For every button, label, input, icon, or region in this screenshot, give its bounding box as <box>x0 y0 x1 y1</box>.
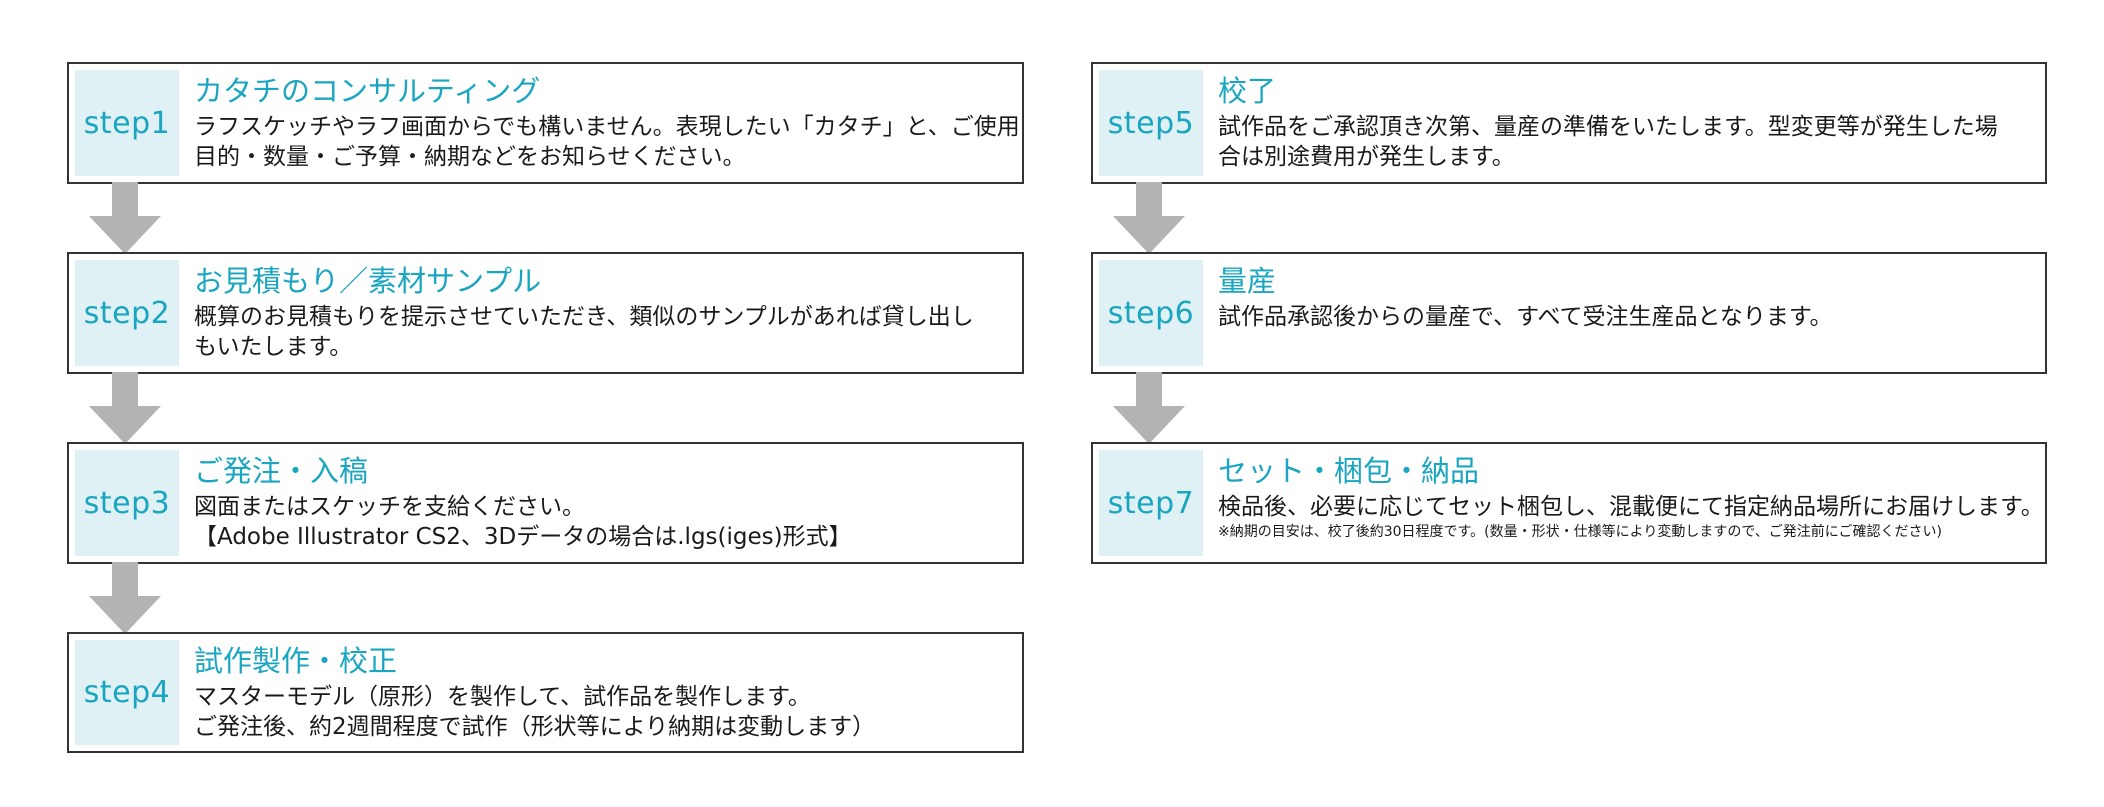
step-4-description: マスターモデル（原形）を製作して、試作品を製作します。 ご発注後、約2週間程度で… <box>194 682 1014 742</box>
step-6-content: 量産 試作品承認後からの量産で、すべて受注生産品となります。 <box>1218 260 2037 332</box>
step-1-content: カタチのコンサルティング ラフスケッチやラフ画面からでも構いません。表現したい「… <box>194 70 1020 172</box>
down-arrow-icon <box>89 182 161 254</box>
step-5-label: step5 <box>1099 70 1203 176</box>
step-4-title: 試作製作・校正 <box>194 644 398 678</box>
step-3-line-1: 図面またはスケッチを支給ください。 <box>194 494 585 520</box>
step-2-title: お見積もり／素材サンプル <box>194 264 542 298</box>
step-3-title: ご発注・入稿 <box>194 454 369 488</box>
step-4-label: step4 <box>75 640 179 745</box>
step-6-description: 試作品承認後からの量産で、すべて受注生産品となります。 <box>1218 302 2037 332</box>
step-6-line-1: 試作品承認後からの量産で、すべて受注生産品となります。 <box>1218 304 1833 330</box>
down-arrow-icon <box>1113 182 1185 254</box>
step-1-line-2: 目的・数量・ご予算・納期などをお知らせください。 <box>194 144 746 170</box>
step-3-content: ご発注・入稿 図面またはスケッチを支給ください。 【Adobe Illustra… <box>194 450 1014 552</box>
step-4-line-2: ご発注後、約2週間程度で試作（形状等により納期は変動します） <box>194 714 876 740</box>
step-5-line-1: 試作品をご承認頂き次第、量産の準備をいたします。型変更等が発生した場 <box>1218 114 1998 140</box>
step-7-description: 検品後、必要に応じてセット梱包し、混載便にて指定納品場所にお届けします。 ※納期… <box>1218 492 2044 542</box>
step-5-description: 試作品をご承認頂き次第、量産の準備をいたします。型変更等が発生した場 合は別途費… <box>1218 112 2037 172</box>
step-1-description: ラフスケッチやラフ画面からでも構いません。表現したい「カタチ」と、ご使用 目的・… <box>194 112 1020 172</box>
step-2-description: 概算のお見積もりを提示させていただき、類似のサンプルがあれば貸し出し もいたしま… <box>194 302 1014 362</box>
step-7-line-1: 検品後、必要に応じてセット梱包し、混載便にて指定納品場所にお届けします。 <box>1218 494 2044 520</box>
step-2-line-2: もいたします。 <box>194 334 353 360</box>
step-2-label: step2 <box>75 260 179 366</box>
step-5-box: step5 校了 試作品をご承認頂き次第、量産の準備をいたします。型変更等が発生… <box>1091 62 2047 184</box>
down-arrow-icon <box>1113 372 1185 444</box>
step-3-label: step3 <box>75 450 179 556</box>
step-2-content: お見積もり／素材サンプル 概算のお見積もりを提示させていただき、類似のサンプルが… <box>194 260 1014 362</box>
step-6-label: step6 <box>1099 260 1203 366</box>
step-3-box: step3 ご発注・入稿 図面またはスケッチを支給ください。 【Adobe Il… <box>67 442 1024 564</box>
step-3-description: 図面またはスケッチを支給ください。 【Adobe Illustrator CS2… <box>194 492 1014 552</box>
down-arrow-icon <box>89 372 161 444</box>
step-5-content: 校了 試作品をご承認頂き次第、量産の準備をいたします。型変更等が発生した場 合は… <box>1218 70 2037 172</box>
step-1-box: step1 カタチのコンサルティング ラフスケッチやラフ画面からでも構いません。… <box>67 62 1024 184</box>
step-7-label: step7 <box>1099 450 1203 556</box>
step-7-title: セット・梱包・納品 <box>1218 454 1480 488</box>
step-5-line-2: 合は別途費用が発生します。 <box>1218 144 1515 170</box>
step-1-line-1: ラフスケッチやラフ画面からでも構いません。表現したい「カタチ」と、ご使用 <box>194 114 1020 140</box>
step-5-title: 校了 <box>1218 74 1277 108</box>
step-4-content: 試作製作・校正 マスターモデル（原形）を製作して、試作品を製作します。 ご発注後… <box>194 640 1014 742</box>
step-4-line-1: マスターモデル（原形）を製作して、試作品を製作します。 <box>194 684 811 710</box>
step-6-title: 量産 <box>1218 264 1277 298</box>
step-2-line-1: 概算のお見積もりを提示させていただき、類似のサンプルがあれば貸し出し <box>194 304 974 330</box>
down-arrow-icon <box>89 562 161 634</box>
step-1-label: step1 <box>75 70 179 176</box>
step-1-title: カタチのコンサルティング <box>194 74 541 108</box>
step-2-box: step2 お見積もり／素材サンプル 概算のお見積もりを提示させていただき、類似… <box>67 252 1024 374</box>
step-7-content: セット・梱包・納品 検品後、必要に応じてセット梱包し、混載便にて指定納品場所にお… <box>1218 450 2044 542</box>
step-3-line-2: 【Adobe Illustrator CS2、3Dデータの場合は.lgs(ige… <box>194 524 852 550</box>
step-7-note: ※納期の目安は、校了後約30日程度です。(数量・形状・仕様等により変動しますので… <box>1218 524 1942 540</box>
step-7-box: step7 セット・梱包・納品 検品後、必要に応じてセット梱包し、混載便にて指定… <box>1091 442 2047 564</box>
step-4-box: step4 試作製作・校正 マスターモデル（原形）を製作して、試作品を製作します… <box>67 632 1024 753</box>
step-6-box: step6 量産 試作品承認後からの量産で、すべて受注生産品となります。 <box>1091 252 2047 374</box>
